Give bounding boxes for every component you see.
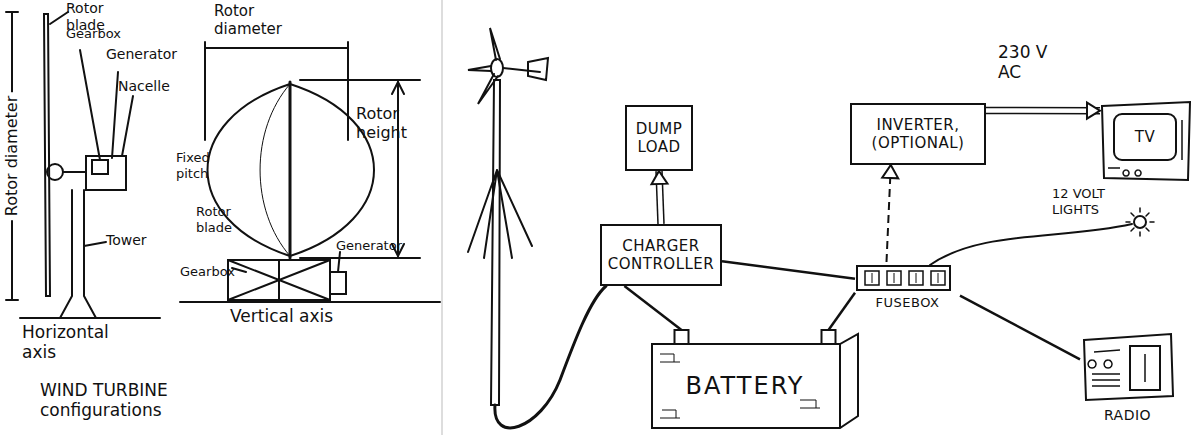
part-label: Horizontal axis: [22, 322, 132, 362]
part-label: Rotor height: [356, 104, 418, 142]
part-label: Rotor diameter: [214, 2, 324, 38]
connector: [960, 296, 1080, 360]
node-text: CHARGER CONTROLLER: [602, 237, 720, 273]
battery-label-area: BATTERY: [650, 344, 840, 428]
connector: [624, 286, 681, 330]
charger-controller-box: CHARGER CONTROLLER: [600, 224, 722, 286]
part-label: Rotor blade: [196, 204, 252, 236]
node-text: RADIO: [1080, 406, 1175, 424]
part-label: WIND TURBINE configurations: [40, 380, 240, 420]
tv-set: TV: [1100, 100, 1192, 182]
light-symbol: [930, 208, 1154, 265]
inverter-box: INVERTER, (OPTIONAL): [850, 103, 986, 165]
fusebox: FUSEBOX: [855, 262, 960, 318]
part-label: Tower: [106, 232, 166, 249]
connector: [722, 261, 855, 279]
tv-screen: TV: [1114, 114, 1176, 160]
radio-outline: [1080, 330, 1175, 402]
part-label: Generator: [106, 46, 186, 63]
connector: [651, 171, 667, 224]
part-label: Generator: [336, 238, 416, 254]
node-text: FUSEBOX: [855, 294, 960, 312]
divider: [442, 0, 443, 435]
battery: BATTERY: [650, 330, 860, 430]
radio: RADIO: [1080, 330, 1175, 428]
part-label: Nacelle: [118, 78, 188, 95]
vertical-turbine: [180, 42, 440, 302]
part-label: 12 VOLT LIGHTS: [1052, 186, 1126, 218]
fusebox-outline: [855, 262, 960, 292]
part-label: Fixed pitch: [176, 150, 228, 182]
part-label: Rotor diameter: [2, 92, 22, 220]
connector: [986, 103, 1100, 119]
part-label: Vertical axis: [230, 306, 350, 326]
dump-load-box: DUMP LOAD: [625, 105, 693, 171]
part-label: Gearbox: [66, 26, 136, 42]
connector: [882, 165, 898, 262]
node-text: BATTERY: [686, 372, 805, 400]
edge-label: 230 V AC: [998, 42, 1062, 82]
connector: [829, 293, 856, 330]
wind-turbine-pole: [468, 28, 606, 428]
part-label: Gearbox: [180, 264, 240, 280]
node-text: INVERTER, (OPTIONAL): [852, 116, 984, 152]
node-text: TV: [1135, 128, 1155, 146]
node-text: DUMP LOAD: [627, 120, 691, 156]
